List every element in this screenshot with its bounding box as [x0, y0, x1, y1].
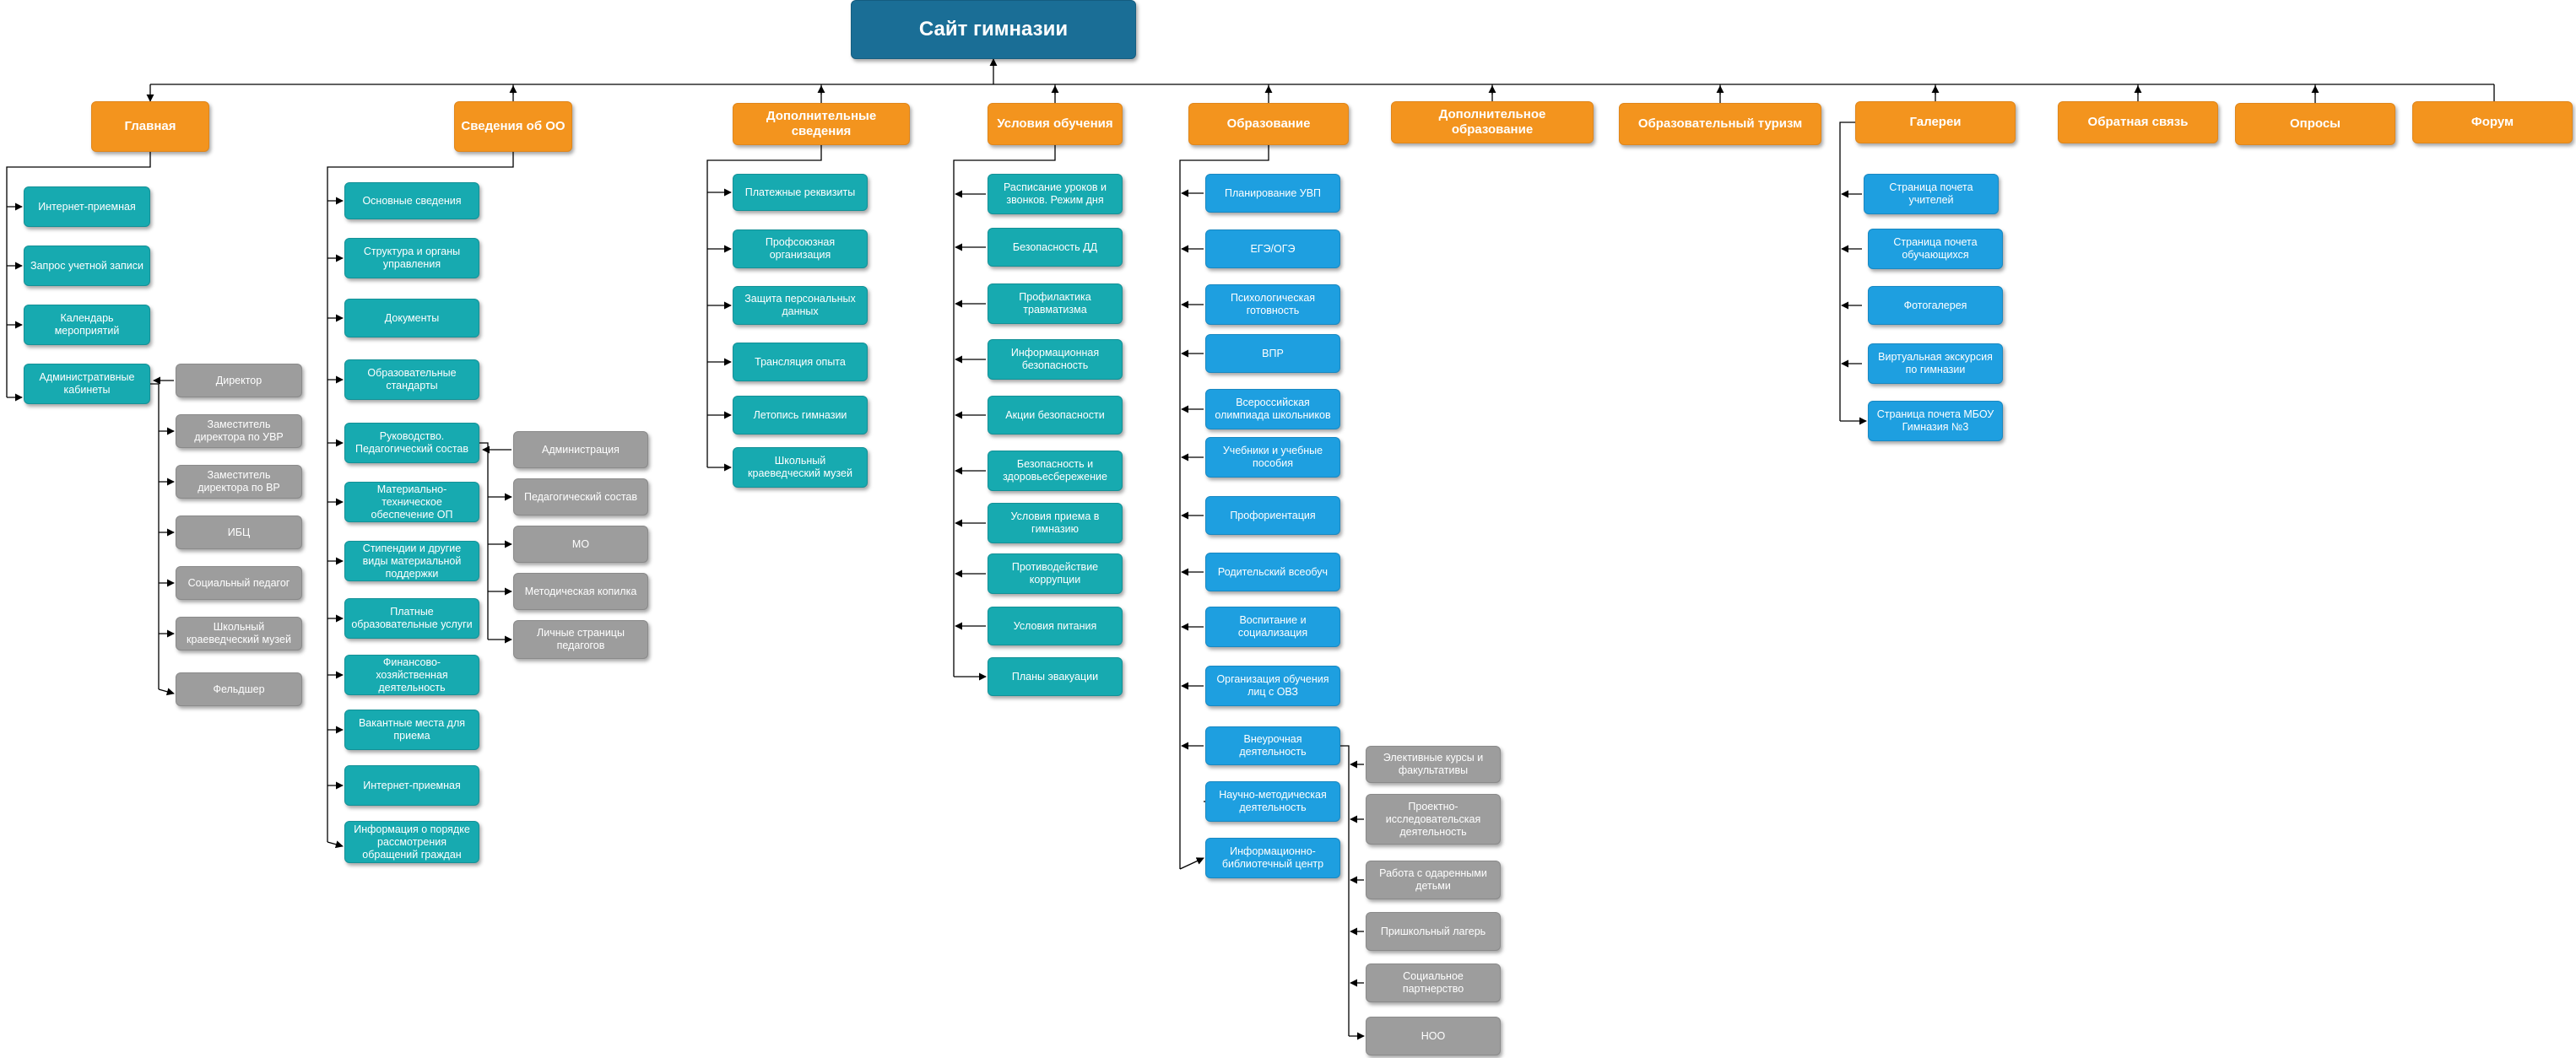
trunk-glavnaya: [6, 152, 151, 397]
section-oprosy: Опросы: [2235, 103, 2395, 145]
node-obrazovanie-item: Научно-методическая деятельность: [1205, 781, 1340, 822]
node-rukovodstvo-item: Методическая копилка: [513, 573, 648, 610]
trunk-dop-svedeniya: [706, 145, 822, 467]
section-dop-obrazovanie: Дополнительное образование: [1391, 101, 1594, 143]
node-rukovodstvo-item: Личные страницы педагогов: [513, 620, 648, 659]
section-forum: Форум: [2412, 101, 2573, 143]
branch-arrow: [1179, 857, 1204, 870]
node-svedeniya-item: Основные сведения: [344, 182, 479, 219]
node-obrazovanie-item: Внеурочная деятельность: [1205, 726, 1340, 765]
node-obrazovanie-item: Профориентация: [1205, 496, 1340, 535]
node-usloviya-item: Условия питания: [988, 607, 1123, 645]
node-usloviya-item: Безопасность и здоровьесбережение: [988, 451, 1123, 491]
node-admin-cabinet: Школьный краеведческий музей: [176, 617, 302, 650]
node-svedeniya-item: Вакантные места для приема: [344, 710, 479, 750]
branch-arrow: [158, 688, 175, 696]
node-admin-cabinet: Заместитель директора по ВР: [176, 465, 302, 499]
section-dop-svedeniya: Дополнительные сведения: [733, 103, 910, 145]
node-usloviya-item: Акции безопасности: [988, 396, 1123, 435]
node-svedeniya-item: Стипендии и другие виды материальной под…: [344, 541, 479, 581]
branch-arrow: [327, 840, 344, 849]
section-galerei: Галереи: [1855, 101, 2016, 143]
node-obrazovanie-item: Воспитание и социализация: [1205, 607, 1340, 647]
node-admin-cabinet: Социальный педагог: [176, 566, 302, 600]
node-usloviya-item: Информационная безопасность: [988, 339, 1123, 380]
node-rukovodstvo-item: МО: [513, 526, 648, 563]
node-admin-cabinet: Директор: [176, 364, 302, 397]
section-obrazovanie: Образование: [1188, 103, 1349, 145]
node-svedeniya-item: Материально-техническое обеспечение ОП: [344, 482, 479, 522]
node-obrazovanie-item: Психологическая готовность: [1205, 284, 1340, 325]
node-vneurochnaya-item: Проектно-исследовательская деятельность: [1366, 794, 1501, 845]
node-dop-svedeniya-item: Школьный краеведческий музей: [733, 447, 868, 488]
node-glavnaya-item: Запрос учетной записи: [24, 246, 150, 286]
trunk-rukovodstvo: [479, 442, 489, 640]
node-galerei-item: Страница почета МБОУ Гимназия №3: [1868, 401, 2003, 441]
node-usloviya-item: Расписание уроков и звонков. Режим дня: [988, 174, 1123, 214]
node-dop-svedeniya-item: Профсоюзная организация: [733, 229, 868, 268]
node-dop-svedeniya-item: Трансляция опыта: [733, 343, 868, 381]
node-dop-svedeniya-item: Платежные реквизиты: [733, 174, 868, 211]
section-svedeniya: Сведения об ОО: [454, 101, 572, 152]
node-obrazovanie-item: Родительский всеобуч: [1205, 553, 1340, 591]
node-svedeniya-item: Информация о порядке рассмотрения обраще…: [344, 821, 479, 863]
section-turizm: Образовательный туризм: [1619, 103, 1821, 145]
node-obrazovanie-item: Планирование УВП: [1205, 174, 1340, 213]
node-galerei-item: Фотогалерея: [1868, 286, 2003, 325]
root-node: Сайт гимназии: [851, 0, 1136, 59]
node-svedeniya-item: Руководство. Педагогический состав: [344, 423, 479, 463]
node-svedeniya-item: Финансово-хозяйственная деятельность: [344, 655, 479, 695]
node-svedeniya-item: Документы: [344, 299, 479, 337]
node-rukovodstvo-item: Администрация: [513, 431, 648, 468]
node-obrazovanie-item: Организация обучения лиц с ОВЗ: [1205, 666, 1340, 706]
node-galerei-item: Страница почета учителей: [1864, 174, 1999, 214]
node-dop-svedeniya-item: Защита персональных данных: [733, 286, 868, 325]
section-glavnaya: Главная: [91, 101, 209, 152]
node-admin-cabinet: Заместитель директора по УВР: [176, 414, 302, 448]
node-svedeniya-item: Образовательные стандарты: [344, 359, 479, 400]
node-obrazovanie-item: Учебники и учебные пособия: [1205, 437, 1340, 478]
node-usloviya-item: Условия приема в гимназию: [988, 503, 1123, 543]
trunk-vneurochnaya: [1340, 745, 1350, 1036]
node-galerei-item: Виртуальная экскурсия по гимназии: [1868, 343, 2003, 384]
node-obrazovanie-item: ЕГЭ/ОГЭ: [1205, 229, 1340, 268]
node-svedeniya-item: Структура и органы управления: [344, 238, 479, 278]
node-obrazovanie-item: Информационно-библиотечный центр: [1205, 838, 1340, 878]
node-vneurochnaya-item: Работа с одаренными детьми: [1366, 861, 1501, 899]
trunk-admin: [150, 383, 160, 689]
node-dop-svedeniya-item: Летопись гимназии: [733, 396, 868, 435]
trunk-obrazovanie: [1179, 145, 1269, 869]
trunk-galerei: [1839, 121, 1855, 421]
trunk-usloviya: [953, 145, 1056, 677]
node-vneurochnaya-item: НОО: [1366, 1017, 1501, 1055]
node-vneurochnaya-item: Элективные курсы и факультативы: [1366, 746, 1501, 783]
node-svedeniya-item: Платные образовательные услуги: [344, 598, 479, 639]
node-admin-cabinet: ИБЦ: [176, 516, 302, 549]
node-svedeniya-item: Интернет-приемная: [344, 765, 479, 806]
node-glavnaya-item: Интернет-приемная: [24, 186, 150, 227]
section-usloviya: Условия обучения: [988, 103, 1123, 145]
node-glavnaya-item: Административные кабинеты: [24, 364, 150, 404]
node-usloviya-item: Планы эвакуации: [988, 657, 1123, 696]
node-admin-cabinet: Фельдшер: [176, 672, 302, 706]
node-usloviya-item: Профилактика травматизма: [988, 283, 1123, 324]
trunk-svedeniya: [327, 152, 514, 842]
node-usloviya-item: Противодействие коррупции: [988, 553, 1123, 594]
node-obrazovanie-item: ВПР: [1205, 334, 1340, 373]
section-feedback: Обратная связь: [2058, 101, 2218, 143]
node-rukovodstvo-item: Педагогический состав: [513, 478, 648, 516]
node-vneurochnaya-item: Пришкольный лагерь: [1366, 912, 1501, 951]
node-glavnaya-item: Календарь мероприятий: [24, 305, 150, 345]
node-usloviya-item: Безопасность ДД: [988, 228, 1123, 267]
node-vneurochnaya-item: Социальное партнерство: [1366, 964, 1501, 1002]
node-galerei-item: Страница почета обучающихся: [1868, 229, 2003, 269]
node-obrazovanie-item: Всероссийская олимпиада школьников: [1205, 389, 1340, 429]
